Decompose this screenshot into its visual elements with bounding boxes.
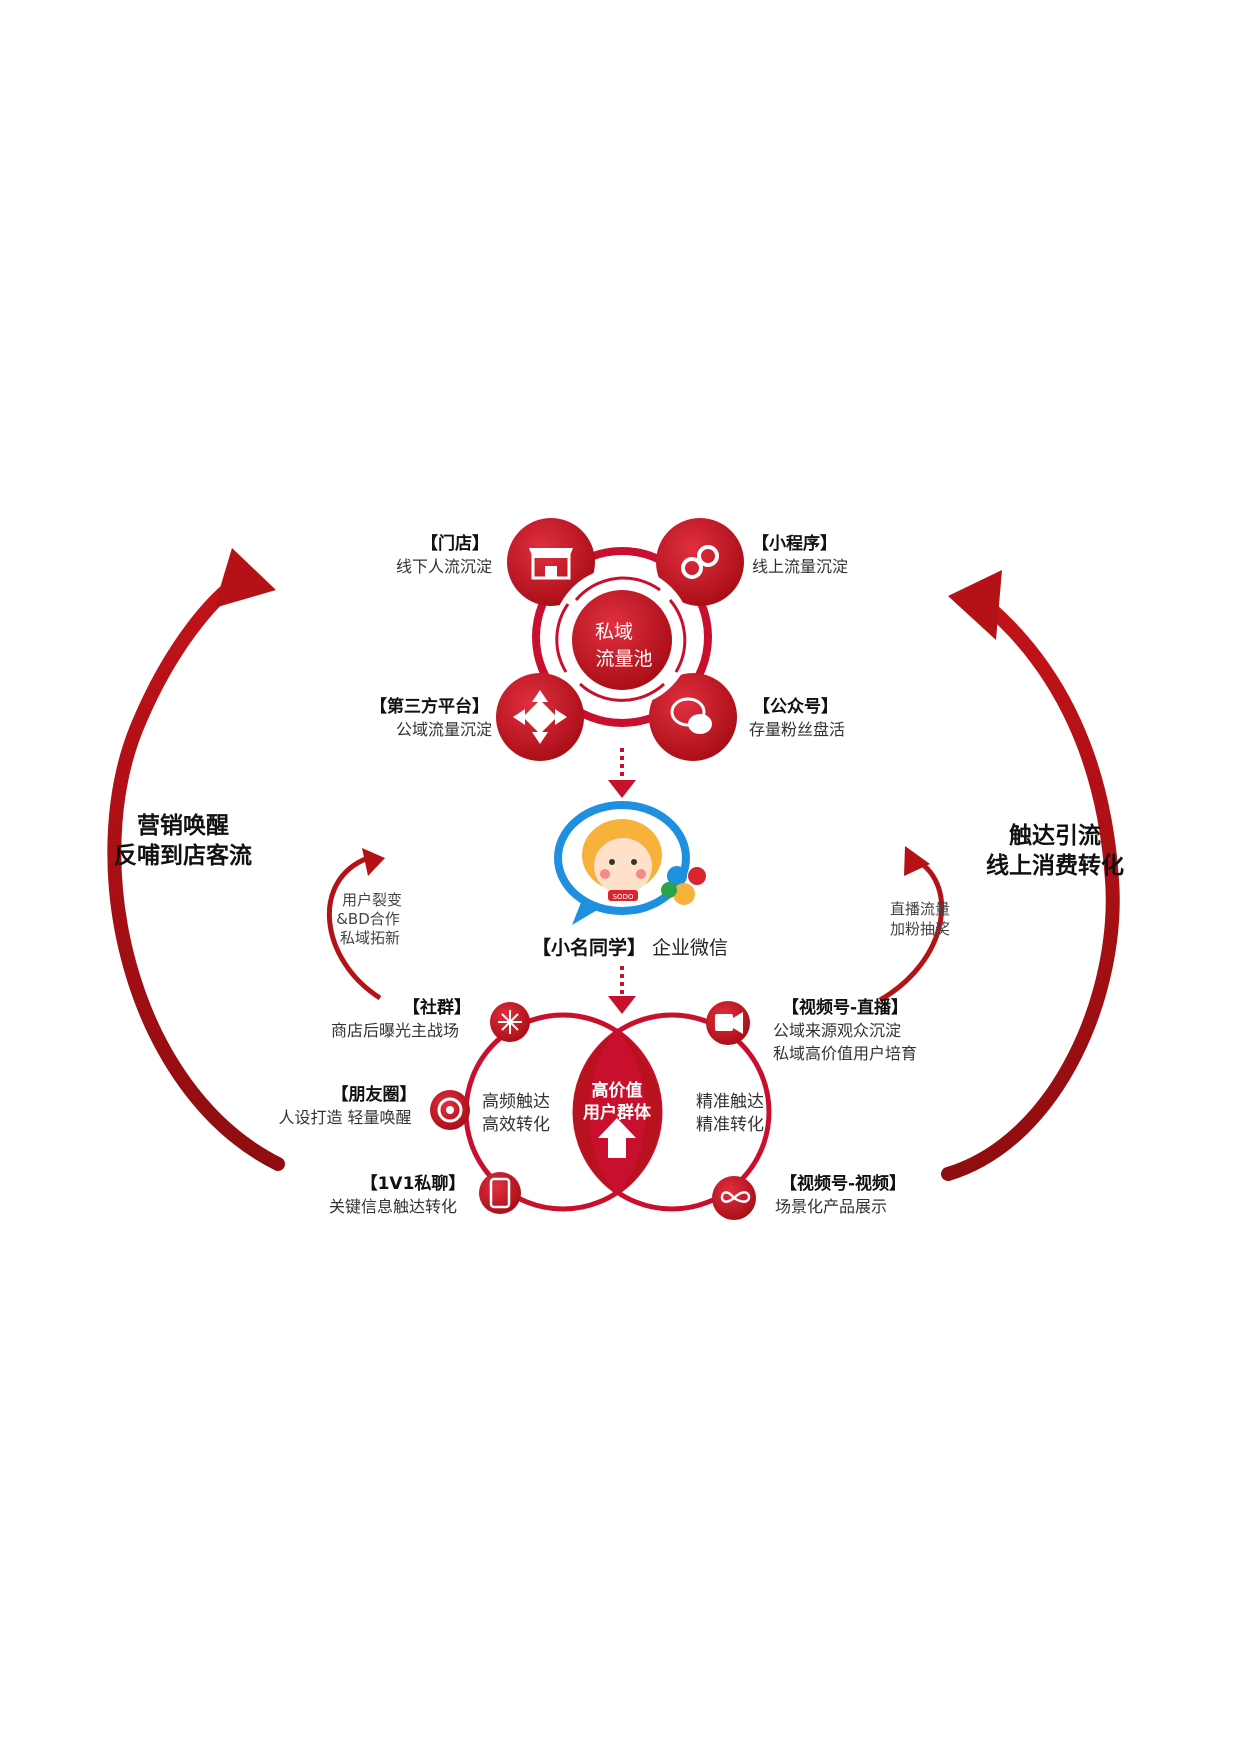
left-small-arc bbox=[326, 848, 385, 1001]
venn-center-line2: 用户群体 bbox=[583, 1102, 652, 1123]
chat-bubble-icon bbox=[670, 697, 712, 734]
right-small-arc-line2: 加粉抽奖 bbox=[890, 920, 950, 938]
mini-program-icon bbox=[681, 545, 719, 579]
left-small-arc-line2: &BD合作 bbox=[336, 910, 400, 928]
phone-icon bbox=[479, 1172, 521, 1214]
store-title: 【门店】 bbox=[421, 533, 489, 554]
moments-desc: 人设打造 轻量唤醒 bbox=[278, 1108, 411, 1127]
down-arrow-2 bbox=[608, 966, 636, 1014]
aperture-icon bbox=[430, 1090, 470, 1130]
pool-line1: 私域 bbox=[595, 621, 633, 643]
store-icon bbox=[529, 548, 573, 580]
mascot-caption-bold: 【小名同学】 bbox=[532, 936, 646, 959]
moments-title: 【朋友圈】 bbox=[332, 1084, 417, 1105]
mini-program-title: 【小程序】 bbox=[752, 533, 837, 554]
live-desc2: 私域高价值用户培育 bbox=[773, 1044, 917, 1063]
venn-left-line1: 高频触达 bbox=[482, 1092, 550, 1112]
store-desc: 线下人流沉淀 bbox=[396, 557, 492, 576]
video-title: 【视频号-视频】 bbox=[780, 1173, 906, 1194]
mascot-caption: 企业微信 bbox=[652, 937, 728, 959]
right-loop-line1: 触达引流 bbox=[1009, 822, 1101, 849]
private-chat-title: 【1V1私聊】 bbox=[361, 1173, 466, 1194]
private-chat-desc: 关键信息触达转化 bbox=[329, 1197, 457, 1216]
pool-line2: 流量池 bbox=[595, 648, 652, 670]
third-party-title: 【第三方平台】 bbox=[370, 696, 489, 717]
left-small-arc-line1: 用户裂变 bbox=[342, 891, 402, 909]
wecom-logo bbox=[661, 866, 706, 905]
live-desc1: 公域来源观众沉淀 bbox=[773, 1021, 901, 1040]
right-loop-arrow bbox=[941, 570, 1120, 1181]
official-account-desc: 存量粉丝盘活 bbox=[749, 720, 845, 739]
video-desc: 场景化产品展示 bbox=[775, 1197, 887, 1216]
pool-center bbox=[572, 590, 672, 690]
community-desc: 商店后曝光主战场 bbox=[331, 1021, 459, 1040]
community-title: 【社群】 bbox=[403, 997, 471, 1018]
third-party-desc: 公域流量沉淀 bbox=[396, 720, 492, 739]
venn-diagram bbox=[463, 1012, 772, 1212]
live-title: 【视频号-直播】 bbox=[782, 997, 908, 1018]
right-loop-line2: 线上消费转化 bbox=[986, 852, 1124, 879]
venn-right-line1: 精准触达 bbox=[696, 1092, 764, 1112]
right-small-arc-line1: 直播流量 bbox=[890, 900, 950, 918]
down-arrow-1 bbox=[608, 748, 636, 798]
left-loop-line2: 反哺到店客流 bbox=[114, 842, 252, 869]
venn-center-line1: 高价值 bbox=[592, 1080, 643, 1101]
left-loop-line1: 营销唤醒 bbox=[137, 812, 229, 839]
community-icon bbox=[490, 1002, 530, 1042]
venn-left-line2: 高效转化 bbox=[482, 1115, 550, 1135]
butterfly-icon bbox=[712, 1176, 756, 1220]
official-account-title: 【公众号】 bbox=[753, 696, 838, 717]
pool-cluster bbox=[496, 518, 744, 761]
video-camera-icon bbox=[706, 1001, 750, 1045]
up-arrow-icon bbox=[598, 1118, 636, 1158]
left-loop-arrow bbox=[107, 548, 285, 1171]
mascot-badge: SODO bbox=[613, 893, 634, 901]
right-small-arc bbox=[878, 846, 945, 1003]
store-node bbox=[507, 518, 595, 606]
left-small-arc-line3: 私域拓新 bbox=[340, 929, 400, 947]
platform-icon bbox=[513, 690, 567, 744]
mini-program-desc: 线上流量沉淀 bbox=[752, 557, 848, 576]
mascot-avatar bbox=[554, 801, 690, 925]
venn-right-line2: 精准转化 bbox=[696, 1115, 764, 1135]
